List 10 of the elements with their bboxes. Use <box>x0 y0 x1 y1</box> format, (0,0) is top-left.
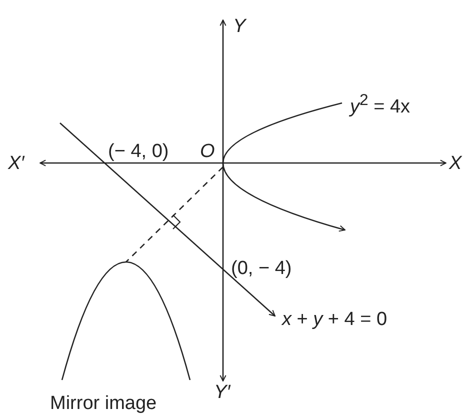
equation-label: x + y + 4 = 0 <box>282 309 388 331</box>
equation-label: y$^{2}$ = 4x <box>350 91 410 118</box>
axis-label: X′ <box>8 153 24 175</box>
axis-label: X <box>449 153 462 175</box>
coordinate-label: (− 4, 0) <box>108 141 169 163</box>
axis-label: Y′ <box>214 382 230 404</box>
caption-text: Mirror image <box>50 393 157 415</box>
coordinate-label: (0, − 4) <box>231 258 292 280</box>
origin-label: O <box>200 141 215 163</box>
axis-label: Y <box>233 16 246 38</box>
